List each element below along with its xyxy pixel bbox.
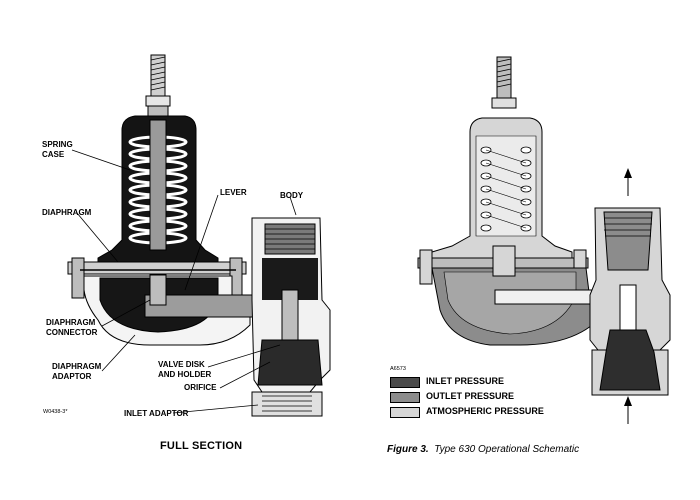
label-diaphragm-adaptor-line2: ADAPTOR bbox=[52, 372, 92, 381]
label-spring-case: SPRING CASE bbox=[42, 140, 73, 160]
label-spring-case-line2: CASE bbox=[42, 150, 65, 159]
label-diaphragm-adaptor-line1: DIAPHRAGM bbox=[52, 362, 102, 371]
schematic-adjusting-screw bbox=[491, 56, 517, 109]
label-inlet-adaptor: INLET ADAPTOR bbox=[124, 409, 189, 418]
legend-label-outlet: OUTLET PRESSURE bbox=[426, 391, 515, 401]
spring-stem bbox=[149, 119, 167, 251]
label-orifice: ORIFICE bbox=[184, 383, 217, 392]
label-diaphragm-adaptor: DIAPHRAGM ADAPTOR bbox=[52, 362, 101, 382]
inlet-adaptor bbox=[257, 339, 323, 386]
label-body: BODY bbox=[280, 191, 304, 200]
label-diaphragm-connector-line1: DIAPHRAGM bbox=[46, 318, 96, 327]
label-diaphragm-connector-line2: CONNECTOR bbox=[46, 328, 98, 337]
label-valve-disk: VALVE DISK AND HOLDER bbox=[158, 360, 211, 380]
label-spring-case-line1: SPRING bbox=[42, 140, 73, 149]
label-diaphragm-connector: DIAPHRAGM CONNECTOR bbox=[46, 318, 97, 338]
legend-label-inlet: INLET PRESSURE bbox=[426, 376, 505, 386]
legend-swatch-atmospheric bbox=[390, 407, 420, 418]
right-figure-code: A6573 bbox=[390, 366, 406, 372]
left-figure-caption: FULL SECTION bbox=[160, 440, 243, 452]
diaphragm-connector bbox=[149, 274, 167, 306]
label-lever: LEVER bbox=[220, 188, 247, 197]
legend-swatch-outlet bbox=[390, 392, 420, 403]
left-figure-code: W0438-3* bbox=[43, 409, 68, 415]
diaphragm-flange bbox=[67, 257, 247, 299]
outlet-flow-arrow bbox=[624, 168, 632, 196]
right-figure-caption: Figure 3. Type 630 Operational Schematic bbox=[387, 444, 579, 455]
legend-label-atmospheric: ATMOSPHERIC PRESSURE bbox=[426, 406, 544, 416]
label-valve-disk-line2: AND HOLDER bbox=[158, 370, 212, 379]
label-valve-disk-line1: VALVE DISK bbox=[158, 360, 205, 369]
label-diaphragm: DIAPHRAGM bbox=[42, 208, 92, 217]
inlet-flow-arrow bbox=[624, 396, 632, 424]
caption-figure-title: Type 630 Operational Schematic bbox=[434, 444, 580, 455]
legend-swatch-inlet bbox=[390, 377, 420, 388]
caption-figure-number: Figure 3. bbox=[387, 444, 429, 455]
